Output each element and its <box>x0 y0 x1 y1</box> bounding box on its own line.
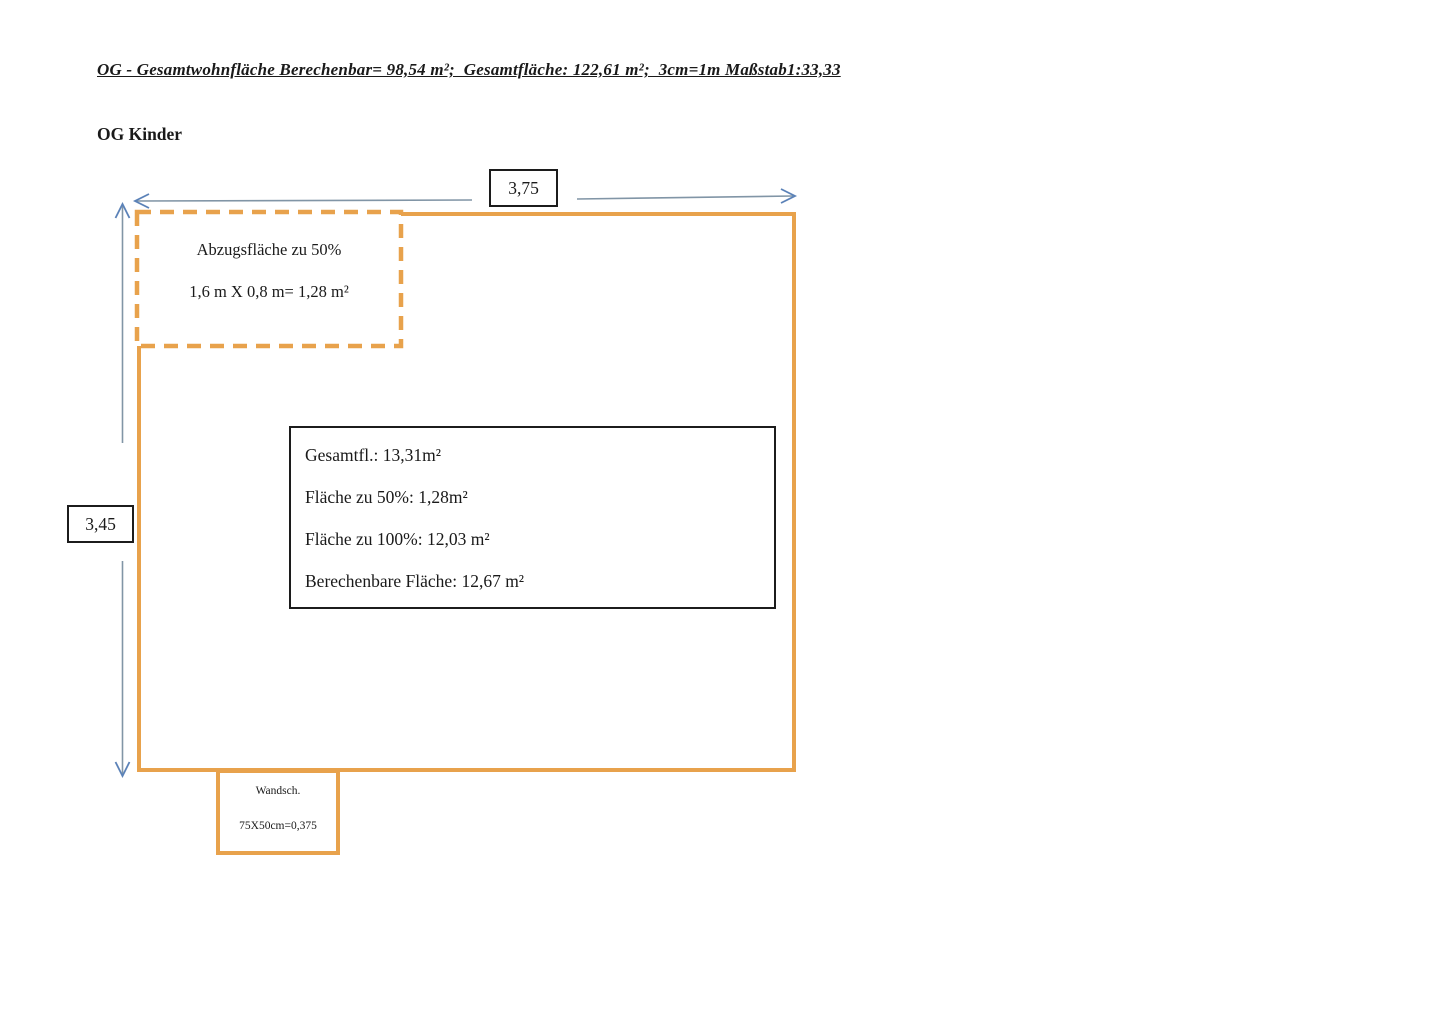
section-heading: OG Kinder <box>97 124 183 144</box>
width-arrow-right <box>576 188 798 204</box>
area-summary-line: Fläche zu 100%: 12,03 m² <box>305 529 490 549</box>
wall-cabinet-line1: Wandsch. <box>255 785 301 797</box>
deduction-area-border <box>134 209 404 349</box>
height-arrow-up <box>114 201 131 443</box>
area-summary-line: Gesamtfl.: 13,31m² <box>305 445 441 465</box>
deduction-line2: 1,6 m X 0,8 m= 1,28 m² <box>189 282 349 301</box>
deduction-line1: Abzugsfläche zu 50% <box>196 240 342 259</box>
height-dimension-label: 3,45 <box>67 505 134 543</box>
area-summary-line: Berechenbare Fläche: 12,67 m² <box>305 571 525 591</box>
wall-cabinet-box: Wandsch. 75X50cm=0,375 <box>216 769 340 855</box>
area-summary-line: Fläche zu 50%: 1,28m² <box>305 487 468 507</box>
deduction-area-box: Abzugsfläche zu 50% 1,6 m X 0,8 m= 1,28 … <box>131 206 407 352</box>
area-summary-box: Gesamtfl.: 13,31m² Fläche zu 50%: 1,28m²… <box>289 426 776 609</box>
page-title: OG - Gesamtwohnfläche Berechenbar= 98,54… <box>97 60 841 79</box>
width-dimension-label: 3,75 <box>489 169 558 207</box>
width-arrow-left <box>132 193 473 209</box>
wall-cabinet-line2: 75X50cm=0,375 <box>239 820 317 832</box>
room-outline <box>137 212 796 772</box>
dimension-arrows <box>114 188 798 779</box>
height-arrow-down <box>114 561 131 779</box>
